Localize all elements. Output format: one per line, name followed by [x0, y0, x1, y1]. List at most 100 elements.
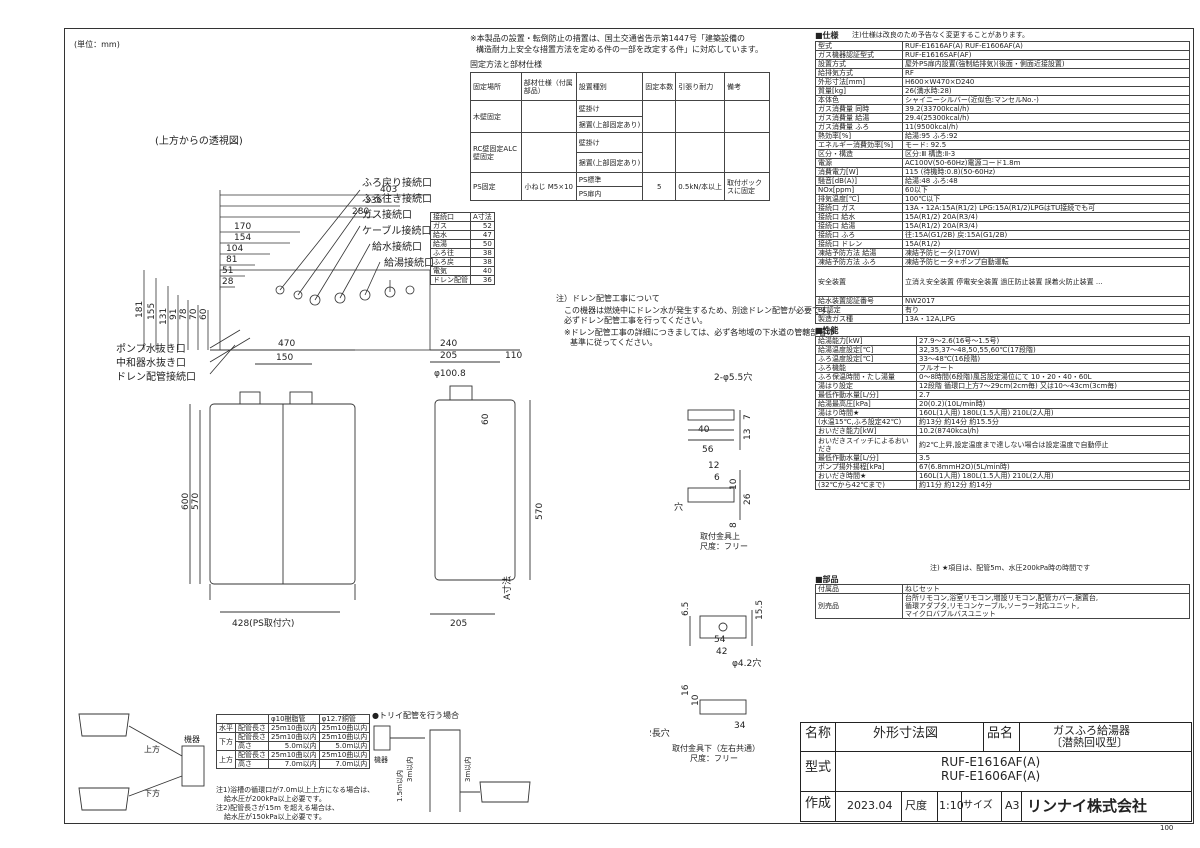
- parts-value: 台所リモコン,浴室リモコン,増設リモコン,配管カバー,据置台,: [902, 593, 1190, 602]
- spec-label: 消費電力[W]: [815, 167, 903, 177]
- spec-label: 給水装置認証番号: [815, 296, 903, 306]
- spec-value: 26(満水時:28): [902, 86, 1190, 96]
- scale-label: 尺度: [905, 799, 927, 812]
- perf-value: 約11分 約12分 約14分: [916, 480, 1190, 490]
- fix-cell: RC壁固定ALC壁固定: [470, 132, 522, 173]
- spec-value: 15A(R1/2): [902, 239, 1190, 249]
- bracket-bottom-caption: 取付金具下（左右共通）: [672, 744, 760, 753]
- fix-cell: 0.5kN/本以上: [675, 172, 725, 201]
- spec-value: 11(9500kcal/h): [902, 122, 1190, 132]
- perf-label: (水温15℃,ふろ設定42℃): [815, 417, 917, 427]
- label-drain-pipe: ドレン配管接続口: [116, 372, 196, 383]
- perf-label: (32℃から42℃まで): [815, 480, 917, 490]
- dim-inner-h: 570: [191, 493, 201, 510]
- perf-value: 160L(1人用) 180L(1.5人用) 210L(2人用): [916, 408, 1190, 418]
- bracket-dim: 7: [743, 414, 753, 420]
- spec-label: 騒音[dB(A)]: [815, 176, 903, 186]
- a-cell: 給水: [430, 230, 471, 240]
- perf-label: 給湯温度設定[℃]: [815, 345, 917, 355]
- dim-text: 28: [222, 277, 234, 287]
- size-value: A3: [1005, 799, 1020, 812]
- perf-label: 湯はり時間★: [815, 408, 917, 418]
- perf-value: フルオート: [916, 363, 1190, 373]
- bracket-dim: 10: [729, 478, 739, 490]
- spec-value: NW2017: [902, 296, 1190, 306]
- a-cell: 給湯: [430, 239, 471, 249]
- spec-label: ガス消費量 ふろ: [815, 122, 903, 132]
- perf-label: ふろ保温時間・たし湯量: [815, 372, 917, 382]
- perf-label: 湯はり設定: [815, 381, 917, 391]
- side-dia: φ100.8: [434, 369, 466, 379]
- pipe-note-3: 給水圧が150kPa以上必要です。: [224, 813, 326, 821]
- dim-text: 155: [147, 303, 157, 320]
- dim-text: 154: [234, 233, 251, 243]
- spec-label: 接続口 ドレン: [815, 239, 903, 249]
- drain-note-4: 基準に従ってください。: [570, 338, 658, 347]
- fix-cell: PS標準: [575, 172, 644, 187]
- perf-value: 33〜48℃(16段階): [916, 354, 1190, 364]
- bracket-dim: 26: [743, 493, 753, 505]
- parts-label: 付属品: [815, 584, 903, 594]
- perf-value: 20(0.2)(10L/min時): [916, 399, 1190, 409]
- product-value-1: ガスふろ給湯器: [1053, 724, 1130, 737]
- bb-hole: φ4.2穴: [732, 657, 761, 669]
- perf-value: 2.7: [916, 390, 1190, 400]
- name-value: 外形寸法図: [873, 726, 939, 741]
- type-value-1: RUF-E1616AF(A): [941, 755, 1041, 769]
- bracket-hole: 2-φ5.5穴: [714, 371, 752, 383]
- parts-value: マイクロバブルバスユニット: [902, 610, 1190, 619]
- dim-text: 78: [179, 308, 189, 320]
- spec-label: 熱効率[%]: [815, 131, 903, 141]
- parts-value: 循環アダプタ,リモコンケーブル,ソーラー対応ユニット,: [902, 602, 1190, 610]
- spec-value: 給湯:95 ふろ:92: [902, 131, 1190, 141]
- perf-label: ポンプ揚外揚程[kPa]: [815, 462, 917, 472]
- scale-value: 1:10: [939, 799, 964, 812]
- pipe-header: φ12.7銅管: [318, 714, 371, 724]
- made-value: 2023.04: [847, 799, 893, 812]
- dim-text: 91: [169, 309, 179, 320]
- spec-label: ガス機器認証型式: [815, 50, 903, 60]
- perf-table: 給湯能力[kW]27.9〜2.6(16号〜1.5号) 給湯温度設定[℃]32,3…: [815, 336, 1190, 490]
- parts-title: ■部品: [815, 575, 839, 584]
- spec-value: RF: [902, 68, 1190, 78]
- label-neutralizer: 中和器水抜き口: [116, 358, 186, 369]
- spec-label: ガス消費量 同時: [815, 104, 903, 114]
- spec-value: 13A・12A,LPG: [902, 314, 1190, 324]
- a-cell: 電気: [430, 266, 471, 276]
- side-view-drawing: 240 205 φ100.8 110 60 570 A寸法 205: [430, 339, 545, 629]
- spec-label: エネルギー消費効率[%]: [815, 140, 903, 150]
- spec-value: モード: 92.5: [902, 140, 1190, 150]
- spec-label: 給排気方式: [815, 68, 903, 78]
- spec-note: 注)仕様は改良のため予告なく変更することがあります。: [852, 31, 1030, 39]
- spec-label: 本体色: [815, 95, 903, 105]
- spec-label: 区分・構造: [815, 149, 903, 159]
- pipe-cell: 下方: [216, 732, 236, 751]
- tray-h2: 3m以内: [405, 757, 414, 782]
- side-a: A寸法: [501, 576, 513, 600]
- fix-cell: 取付ボックスに固定: [724, 172, 770, 201]
- pipe-cell: 水平: [216, 723, 236, 733]
- perf-value: 約13分 約14分 約15.5分: [916, 417, 1190, 427]
- dim-text: 280: [352, 207, 369, 217]
- label-pump-drain: ポンプ水抜き口: [116, 344, 186, 355]
- spec-label: 安全装置: [815, 266, 903, 297]
- perf-value: 32,35,37〜48,50,55,60℃(17段階): [916, 345, 1190, 355]
- spec-label: 接続口 ガス: [815, 203, 903, 213]
- fix-table: 固定場所 部材仕様（付属部品） 設置種別 固定本数 引張り耐力 備考 木壁固定壁…: [470, 72, 770, 201]
- tray-title: ●トリイ配管を行う場合: [372, 711, 459, 720]
- perf-value: 67(6.8mmH2O)(5L/min時): [916, 462, 1190, 472]
- spec-title: ■仕様: [815, 31, 839, 40]
- spec-label: 凍結予防方法 ふろ: [815, 257, 903, 267]
- bracket-dim: 6: [714, 473, 720, 483]
- spec-value: 100℃以下: [902, 194, 1190, 204]
- spec-value: シャイニーシルバー(近似色:マンセルNo.-): [902, 95, 1190, 105]
- pipe-note-2: 注2)配管長さが15m を超える場合は、: [216, 804, 339, 812]
- a-header: A寸法: [470, 212, 495, 222]
- fix-cell: PS固定: [470, 172, 522, 201]
- perf-label: 最低作動水量[L/分]: [815, 453, 917, 463]
- spec-label: BL認定: [815, 305, 903, 315]
- dim-text: 131: [159, 308, 169, 325]
- tray-diagram: 機器 1.5m以内 3m以内 3m以内: [373, 725, 531, 812]
- bb-dim: 16: [681, 684, 691, 696]
- company-name: リンナイ株式会社: [1027, 797, 1148, 815]
